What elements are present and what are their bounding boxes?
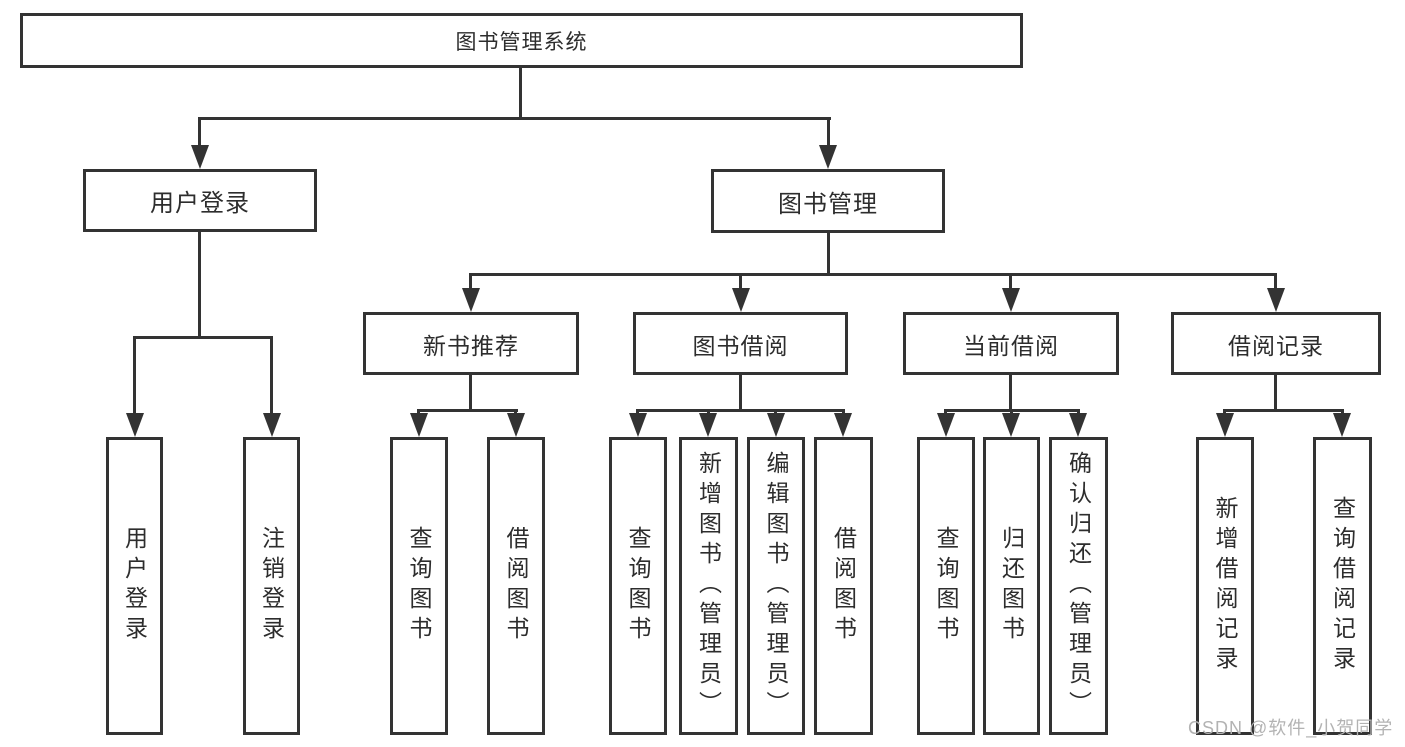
- arrow-down-icon: [1267, 288, 1285, 312]
- connector-line: [133, 336, 136, 416]
- connector-line: [827, 233, 830, 273]
- arrow-down-icon: [462, 288, 480, 312]
- connector-line: [1274, 375, 1277, 409]
- node-return-books: 归还图书: [983, 437, 1040, 735]
- node-current-borrowing: 当前借阅: [903, 312, 1119, 375]
- connector-line: [1223, 409, 1344, 412]
- connector-line: [1009, 375, 1012, 409]
- connector-line: [519, 68, 522, 117]
- arrow-down-icon: [1069, 413, 1087, 437]
- node-add-borrow-record: 新增借阅记录: [1196, 437, 1254, 735]
- node-library-system: 图书管理系统: [20, 13, 1023, 68]
- node-new-book-recommendation: 新书推荐: [363, 312, 579, 375]
- connector-line: [739, 273, 742, 291]
- arrow-down-icon: [819, 145, 837, 169]
- node-query-books: 查询图书: [390, 437, 448, 735]
- arrow-down-icon: [126, 413, 144, 437]
- arrow-down-icon: [629, 413, 647, 437]
- arrow-down-icon: [937, 413, 955, 437]
- connector-line: [827, 117, 830, 150]
- arrow-down-icon: [699, 413, 717, 437]
- node-borrow-books: 借阅图书: [487, 437, 545, 735]
- connector-line: [636, 409, 845, 412]
- node-logout: 注销登录: [243, 437, 300, 735]
- arrow-down-icon: [834, 413, 852, 437]
- connector-line: [469, 375, 472, 409]
- connector-line: [198, 117, 831, 120]
- connector-line: [133, 336, 273, 339]
- node-borrowing-records: 借阅记录: [1171, 312, 1381, 375]
- connector-line: [418, 409, 518, 412]
- node-confirm-return-admin: 确认归还（管理员）: [1049, 437, 1108, 735]
- node-add-book-admin: 新增图书（管理员）: [679, 437, 738, 735]
- arrow-down-icon: [1002, 413, 1020, 437]
- arrow-down-icon: [191, 145, 209, 169]
- arrow-down-icon: [732, 288, 750, 312]
- node-user-login: 用户登录: [83, 169, 317, 232]
- arrow-down-icon: [1333, 413, 1351, 437]
- arrow-down-icon: [1002, 288, 1020, 312]
- node-edit-book-admin: 编辑图书（管理员）: [747, 437, 805, 735]
- connector-line: [1009, 273, 1012, 291]
- connector-line: [469, 273, 1277, 276]
- node-book-borrowing: 图书借阅: [633, 312, 848, 375]
- node-query-borrow-record: 查询借阅记录: [1313, 437, 1372, 735]
- connector-line: [198, 232, 201, 336]
- node-query-books: 查询图书: [609, 437, 667, 735]
- connector-line: [469, 273, 472, 291]
- connector-line: [270, 336, 273, 416]
- arrow-down-icon: [767, 413, 785, 437]
- arrow-down-icon: [1216, 413, 1234, 437]
- connector-line: [198, 117, 201, 150]
- arrow-down-icon: [507, 413, 525, 437]
- watermark: CSDN @软件_小贺同学: [1188, 718, 1394, 738]
- node-query-books: 查询图书: [917, 437, 975, 735]
- arrow-down-icon: [263, 413, 281, 437]
- arrow-down-icon: [410, 413, 428, 437]
- node-user-login-leaf: 用户登录: [106, 437, 163, 735]
- node-book-management: 图书管理: [711, 169, 945, 233]
- node-borrow-books: 借阅图书: [814, 437, 873, 735]
- connector-line: [1274, 273, 1277, 291]
- connector-line: [739, 375, 742, 409]
